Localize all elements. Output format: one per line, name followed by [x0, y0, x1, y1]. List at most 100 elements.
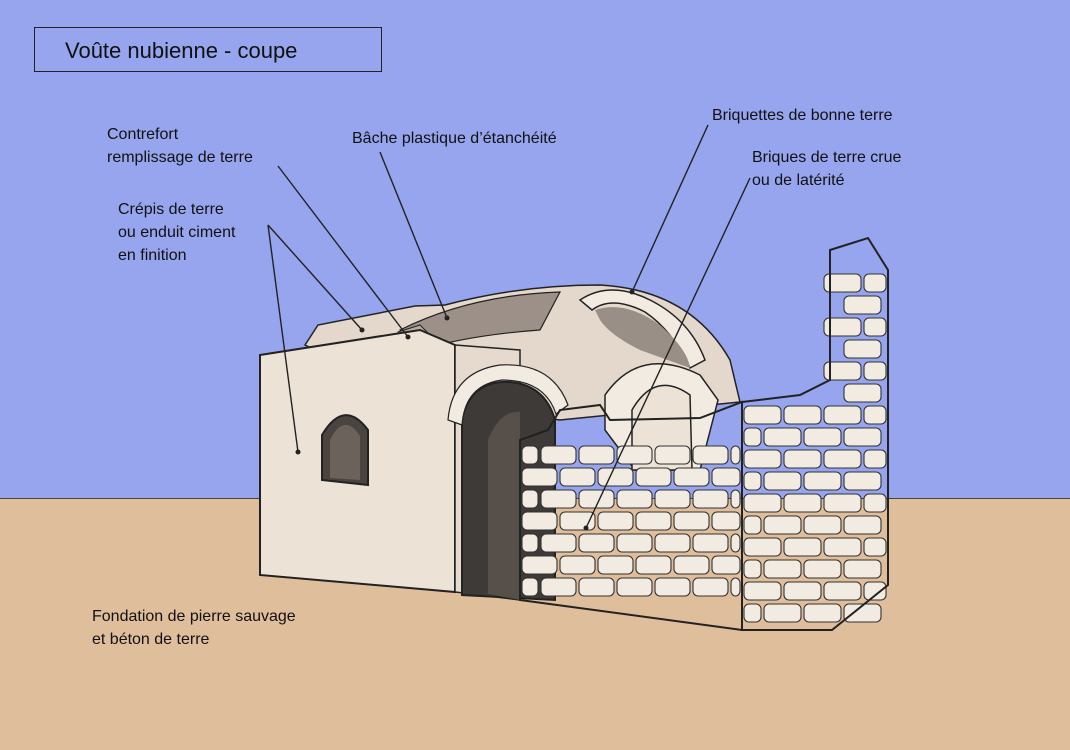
wall-stone [559, 511, 596, 531]
label-bache-line1: Bâche plastique d’étanchéité [352, 130, 557, 147]
wall-stone [823, 273, 862, 293]
wall-stone [823, 581, 862, 601]
wall-stone [743, 449, 782, 469]
wall-stone [578, 533, 615, 553]
wall-stone [730, 445, 741, 465]
wall-stone [803, 515, 842, 535]
wall-stone [863, 537, 887, 557]
wall-stone [763, 471, 802, 491]
wall-stone [743, 405, 782, 425]
label-briques: Briques de terre crue ou de latérité [752, 146, 901, 192]
wall-stone [635, 555, 672, 575]
entrance-arch-stones [447, 364, 569, 426]
wall-stone [616, 533, 653, 553]
wall-stone [843, 295, 882, 315]
wall-stone [763, 559, 802, 579]
wall-stone [521, 489, 539, 509]
wall-stone [578, 445, 615, 465]
right-wall-outline [741, 236, 889, 631]
title-box: Voûte nubienne - coupe [34, 27, 382, 72]
label-crepis-line3: en finition [118, 247, 187, 264]
wall-stone [743, 427, 762, 447]
wall-stone [803, 471, 842, 491]
label-crepis-line1: Crépis de terre [118, 201, 224, 218]
label-contrefort: Contrefort remplissage de terre [107, 123, 253, 169]
wall-stone [711, 511, 741, 531]
wall-stone [654, 489, 691, 509]
wall-stone [540, 577, 577, 597]
wall-stone [783, 405, 822, 425]
wall-stone [743, 581, 782, 601]
wall-stone [578, 489, 615, 509]
wall-stone [843, 471, 882, 491]
leader-crepis-2 [267, 224, 299, 453]
wall-stone [863, 581, 887, 601]
wall-stone [559, 467, 596, 487]
label-fondation-line1: Fondation de pierre sauvage [92, 608, 296, 625]
leader-lines [267, 124, 751, 529]
wall-stone [763, 603, 802, 623]
wall-stone [654, 577, 691, 597]
wall-stone [863, 273, 887, 293]
wall-stone [823, 493, 862, 513]
wall-stone [578, 577, 615, 597]
wall-stone [743, 515, 762, 535]
wall-stone [843, 383, 882, 403]
wall-stone [540, 489, 577, 509]
wall-stone [843, 339, 882, 359]
wall-stone [843, 559, 882, 579]
wall-stone [521, 467, 558, 487]
wall-stone [711, 467, 741, 487]
wall-stone [743, 493, 782, 513]
wall-stone [521, 511, 558, 531]
label-briquettes: Briquettes de bonne terre [712, 104, 893, 127]
label-briques-line1: Briques de terre crue [752, 149, 902, 166]
label-contrefort-line1: Contrefort [107, 126, 179, 143]
wall-stone [635, 467, 672, 487]
wall-stone [843, 515, 882, 535]
wall-stone [843, 603, 882, 623]
wall-stone [823, 449, 862, 469]
wall-stone [673, 555, 710, 575]
leader-contrefort [277, 165, 409, 338]
wall-stone [654, 445, 691, 465]
wall-stone [823, 405, 862, 425]
stone-wall-right [743, 273, 887, 623]
wall-stone [673, 511, 710, 531]
wall-stone [521, 445, 539, 465]
inner-vault-shadow [595, 307, 690, 368]
wall-stone [863, 449, 887, 469]
wall-stone [540, 445, 577, 465]
wall-stone [673, 467, 710, 487]
label-crepis-line2: ou enduit ciment [118, 224, 236, 241]
wall-stone [730, 533, 741, 553]
wall-stone [763, 427, 802, 447]
wall-stone [521, 555, 558, 575]
wall-stone [521, 577, 539, 597]
wall-stone [803, 559, 842, 579]
wall-stone [521, 533, 539, 553]
wall-stone [692, 489, 729, 509]
stone-wall-section [521, 445, 741, 597]
wall-stone [616, 577, 653, 597]
wall-stone [823, 317, 862, 337]
wall-stone [843, 427, 882, 447]
wall-stone [559, 555, 596, 575]
wall-stone [863, 493, 887, 513]
wall-stone [616, 489, 653, 509]
wall-stone [783, 537, 822, 557]
stone-wall-outline [519, 400, 743, 632]
wall-stone [692, 577, 729, 597]
leader-bache [379, 151, 448, 319]
wall-stone [823, 361, 862, 381]
label-briques-line2: ou de latérité [752, 172, 845, 189]
wall-stone [597, 467, 634, 487]
wall-stone [763, 515, 802, 535]
wall-stone [597, 555, 634, 575]
wall-stone [730, 489, 741, 509]
wall-stone [692, 533, 729, 553]
wall-stone [823, 537, 862, 557]
wall-stone [597, 511, 634, 531]
